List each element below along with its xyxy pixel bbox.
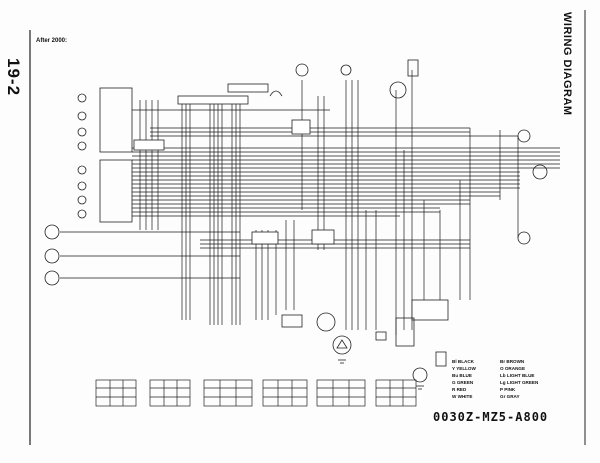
indicator-bulb-icon [77, 181, 87, 191]
horn-icon [295, 63, 309, 77]
color-key-item: W WHITE [452, 394, 473, 399]
top-components [269, 59, 419, 99]
connector-block [133, 139, 165, 151]
color-key-item: R RED [452, 387, 467, 392]
ignition-switch [291, 119, 311, 135]
switch-table [149, 379, 191, 407]
switch-table [316, 379, 366, 407]
rear-turn-lamp-icon [517, 129, 531, 143]
alternator-icon [332, 335, 352, 355]
color-key-item: Gr GRAY [500, 394, 520, 399]
indicator-bulb-icon [77, 209, 87, 219]
starter-relay-icon [395, 317, 415, 347]
switch-icon [340, 64, 352, 76]
indicator-bulb-icon [77, 195, 87, 205]
indicator-bulb-icon [77, 111, 87, 121]
ground-symbols [338, 359, 424, 390]
indicator-bulb-icon [77, 93, 87, 103]
switch-tables [95, 379, 417, 407]
tail-lamp-icon [532, 164, 548, 180]
sub-heading: After 2000: [36, 38, 68, 44]
ground-point-icon [375, 331, 387, 341]
color-key-item: G GREEN [452, 380, 474, 385]
right-lamps [517, 129, 548, 245]
color-key-item: Y YELLOW [452, 366, 476, 371]
left-indicator-box-lower [99, 159, 133, 223]
switch-table [375, 379, 417, 407]
connector-block [311, 229, 335, 245]
indicator-bulb-icon [77, 141, 87, 151]
color-key-item: Bl BLACK [452, 359, 474, 364]
color-key-item: Lg LIGHT GREEN [500, 380, 539, 385]
left-meter-indicator-bank [77, 87, 133, 223]
switch-table [262, 379, 308, 407]
indicator-bulb-icon [77, 165, 87, 175]
color-key-item: O ORANGE [500, 366, 526, 371]
color-key-item: P PINK [500, 387, 516, 392]
indicator-bulb-icon [77, 127, 87, 137]
connector-block [177, 95, 249, 105]
rear-turn-lamp-icon [517, 231, 531, 245]
relay-icon [407, 59, 419, 77]
main-harness-vertical [139, 70, 519, 335]
left-lamps [44, 224, 60, 286]
switch-table [203, 379, 253, 407]
main-harness-horizontal [60, 109, 560, 279]
connectors [133, 83, 449, 321]
fuel-pump-icon [316, 312, 336, 332]
fuse-box [411, 299, 449, 321]
front-turn-lamp-icon [44, 270, 60, 286]
color-key-item: Lb LIGHT BLUE [500, 373, 535, 378]
switch-table [95, 379, 137, 407]
left-indicator-box-upper [99, 87, 133, 153]
bottom-components [281, 312, 447, 383]
battery-icon [435, 351, 447, 367]
part-code: 0030Z-MZ5-A800 [433, 410, 549, 424]
color-key: Bl BLACK Br BROWN Y YELLOW O ORANGE Bu B… [452, 359, 548, 407]
sensor-icon [269, 90, 283, 97]
rectifier-icon [281, 314, 303, 328]
color-key-item: Bu BLUE [452, 373, 472, 378]
headlight-icon [44, 248, 60, 264]
color-key-item: Br BROWN [500, 359, 525, 364]
connector-block [227, 83, 269, 93]
connector-block [251, 231, 279, 245]
regulator-icon [389, 81, 407, 99]
front-turn-lamp-icon [44, 224, 60, 240]
alternator-symbol [336, 339, 348, 349]
starter-motor-icon [412, 367, 428, 383]
